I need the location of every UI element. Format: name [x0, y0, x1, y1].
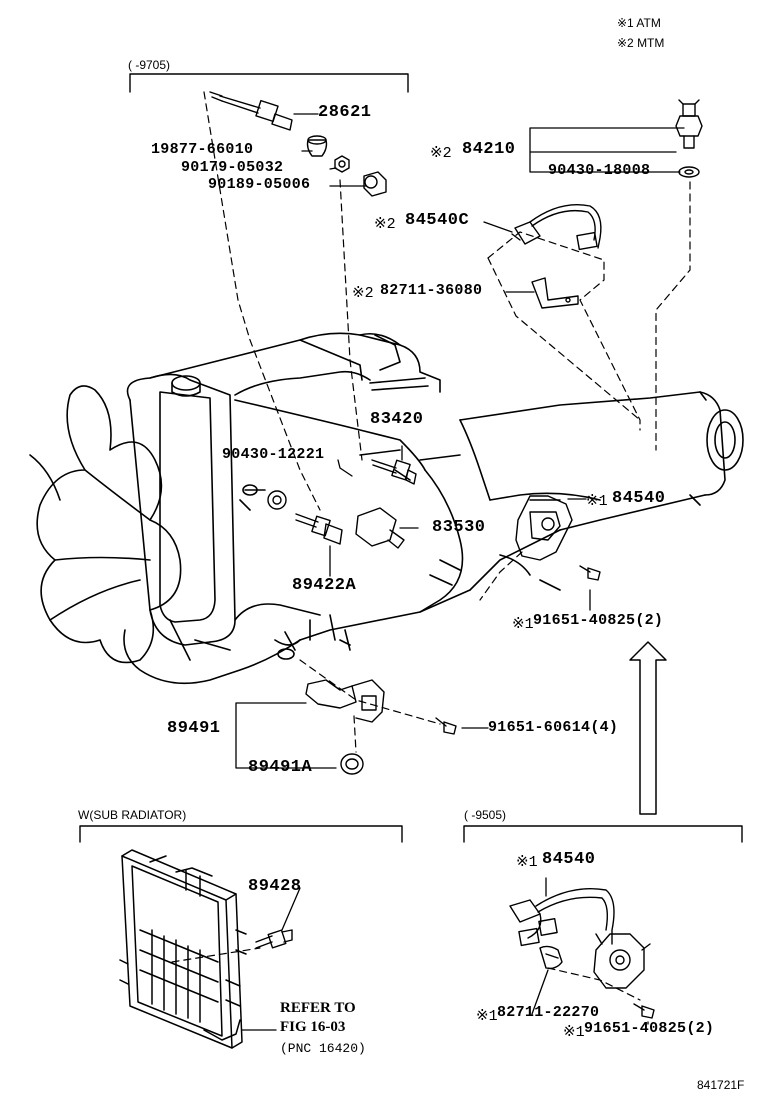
part-label-90430-18008[interactable]: 90430-18008	[548, 162, 651, 179]
group-title-sub-radiator: W(SUB RADIATOR)	[78, 808, 187, 822]
legend-note-atm: ※1 ATM	[617, 16, 661, 30]
part-label-91651-60614[interactable]: 91651-60614(4)	[488, 719, 619, 736]
part-90189-sleeve-illustration	[363, 171, 387, 197]
part-84540-neutral-switch-illustration	[515, 495, 573, 561]
part-89428-sensor-illustration	[255, 929, 293, 949]
refer-note-line1: REFER TO	[280, 1000, 356, 1016]
part-mark-91651-40825: ※1	[512, 616, 534, 633]
part-label-82711-22270[interactable]: 82711-22270	[497, 1004, 600, 1021]
figure-id: 841721F	[697, 1078, 745, 1092]
part-83420-sender-illustration	[371, 459, 417, 485]
part-label-84540[interactable]: 84540	[612, 489, 666, 508]
part-label-89428[interactable]: 89428	[248, 877, 302, 896]
part-label-91651-40825[interactable]: 91651-40825(2)	[533, 612, 664, 629]
part-label-89491A[interactable]: 89491A	[248, 758, 313, 777]
part-label-82711-36080[interactable]: 82711-36080	[380, 282, 483, 299]
part-label-83420[interactable]: 83420	[370, 410, 424, 429]
dashed-guide-lines	[171, 91, 691, 1001]
part-mark-84540C: ※2	[374, 216, 396, 233]
part-mark-84210: ※2	[430, 145, 452, 162]
part-90430-12221-gasket-illustration	[267, 490, 287, 510]
group-title-top-left: ( -9705)	[128, 58, 171, 72]
part-84540-harness-illustration	[509, 888, 615, 947]
part-83530-sender-illustration	[355, 507, 405, 549]
cooling-fan-illustration	[29, 385, 182, 664]
part-28621-sensor-illustration	[209, 91, 293, 131]
part-82711-36080-bracket-illustration	[531, 277, 579, 309]
engine-transmission-illustration	[29, 332, 744, 685]
part-label-89422A[interactable]: 89422A	[292, 576, 357, 595]
part-84210-switch-illustration	[675, 99, 703, 149]
group-bracket-bottom-left	[79, 825, 403, 843]
sub-radiator-illustration	[119, 849, 247, 1049]
part-82711-22270-clamp-illustration	[539, 945, 563, 970]
part-label-28621[interactable]: 28621	[318, 103, 372, 122]
part-90179-nut-illustration	[334, 155, 350, 173]
part-label-91651-40825b[interactable]: 91651-40825(2)	[584, 1020, 715, 1037]
part-91651-40825b-bolt-illustration	[633, 1003, 655, 1019]
part-mark-82711-36080: ※2	[352, 285, 374, 302]
part-89491-speed-sensor-illustration	[305, 679, 385, 723]
part-label-84540-harness[interactable]: 84540	[542, 850, 596, 869]
up-arrow-icon	[629, 641, 667, 815]
part-84540C-switch-illustration	[511, 204, 602, 251]
part-mark-84540: ※1	[586, 493, 608, 510]
part-label-89491[interactable]: 89491	[167, 719, 221, 738]
part-label-84540C[interactable]: 84540C	[405, 211, 470, 230]
group-title-bottom-right: ( -9505)	[464, 808, 507, 822]
part-label-90189-05006[interactable]: 90189-05006	[208, 176, 311, 193]
part-label-84210[interactable]: 84210	[462, 140, 516, 159]
part-mark-82711-22270: ※1	[476, 1008, 498, 1025]
part-19877-cap-illustration	[306, 135, 328, 157]
leader-lines	[235, 113, 685, 1031]
part-label-90430-12221[interactable]: 90430-12221	[222, 446, 325, 463]
part-label-90179-05032[interactable]: 90179-05032	[181, 159, 284, 176]
group-bracket-top-left	[129, 73, 409, 93]
part-84540-switch-body-illustration	[593, 933, 651, 989]
part-mark-84540-harness: ※1	[516, 854, 538, 871]
group-bracket-bottom-right	[463, 825, 743, 843]
part-mark-91651-40825b: ※1	[563, 1024, 585, 1041]
part-91651-40825-bolt-illustration	[579, 565, 601, 581]
refer-note-line3: (PNC 16420)	[280, 1041, 366, 1056]
part-label-83530[interactable]: 83530	[432, 518, 486, 537]
legend-note-mtm: ※2 MTM	[617, 36, 665, 50]
part-90430-18008-gasket-illustration	[678, 166, 700, 178]
part-89422A-sensor-illustration	[295, 513, 343, 545]
part-91651-60614-bolt-illustration	[435, 717, 457, 735]
refer-note-line2[interactable]: FIG 16-03	[280, 1019, 346, 1035]
part-89491A-oring-illustration	[340, 753, 364, 775]
part-label-19877-66010[interactable]: 19877-66010	[151, 141, 254, 158]
